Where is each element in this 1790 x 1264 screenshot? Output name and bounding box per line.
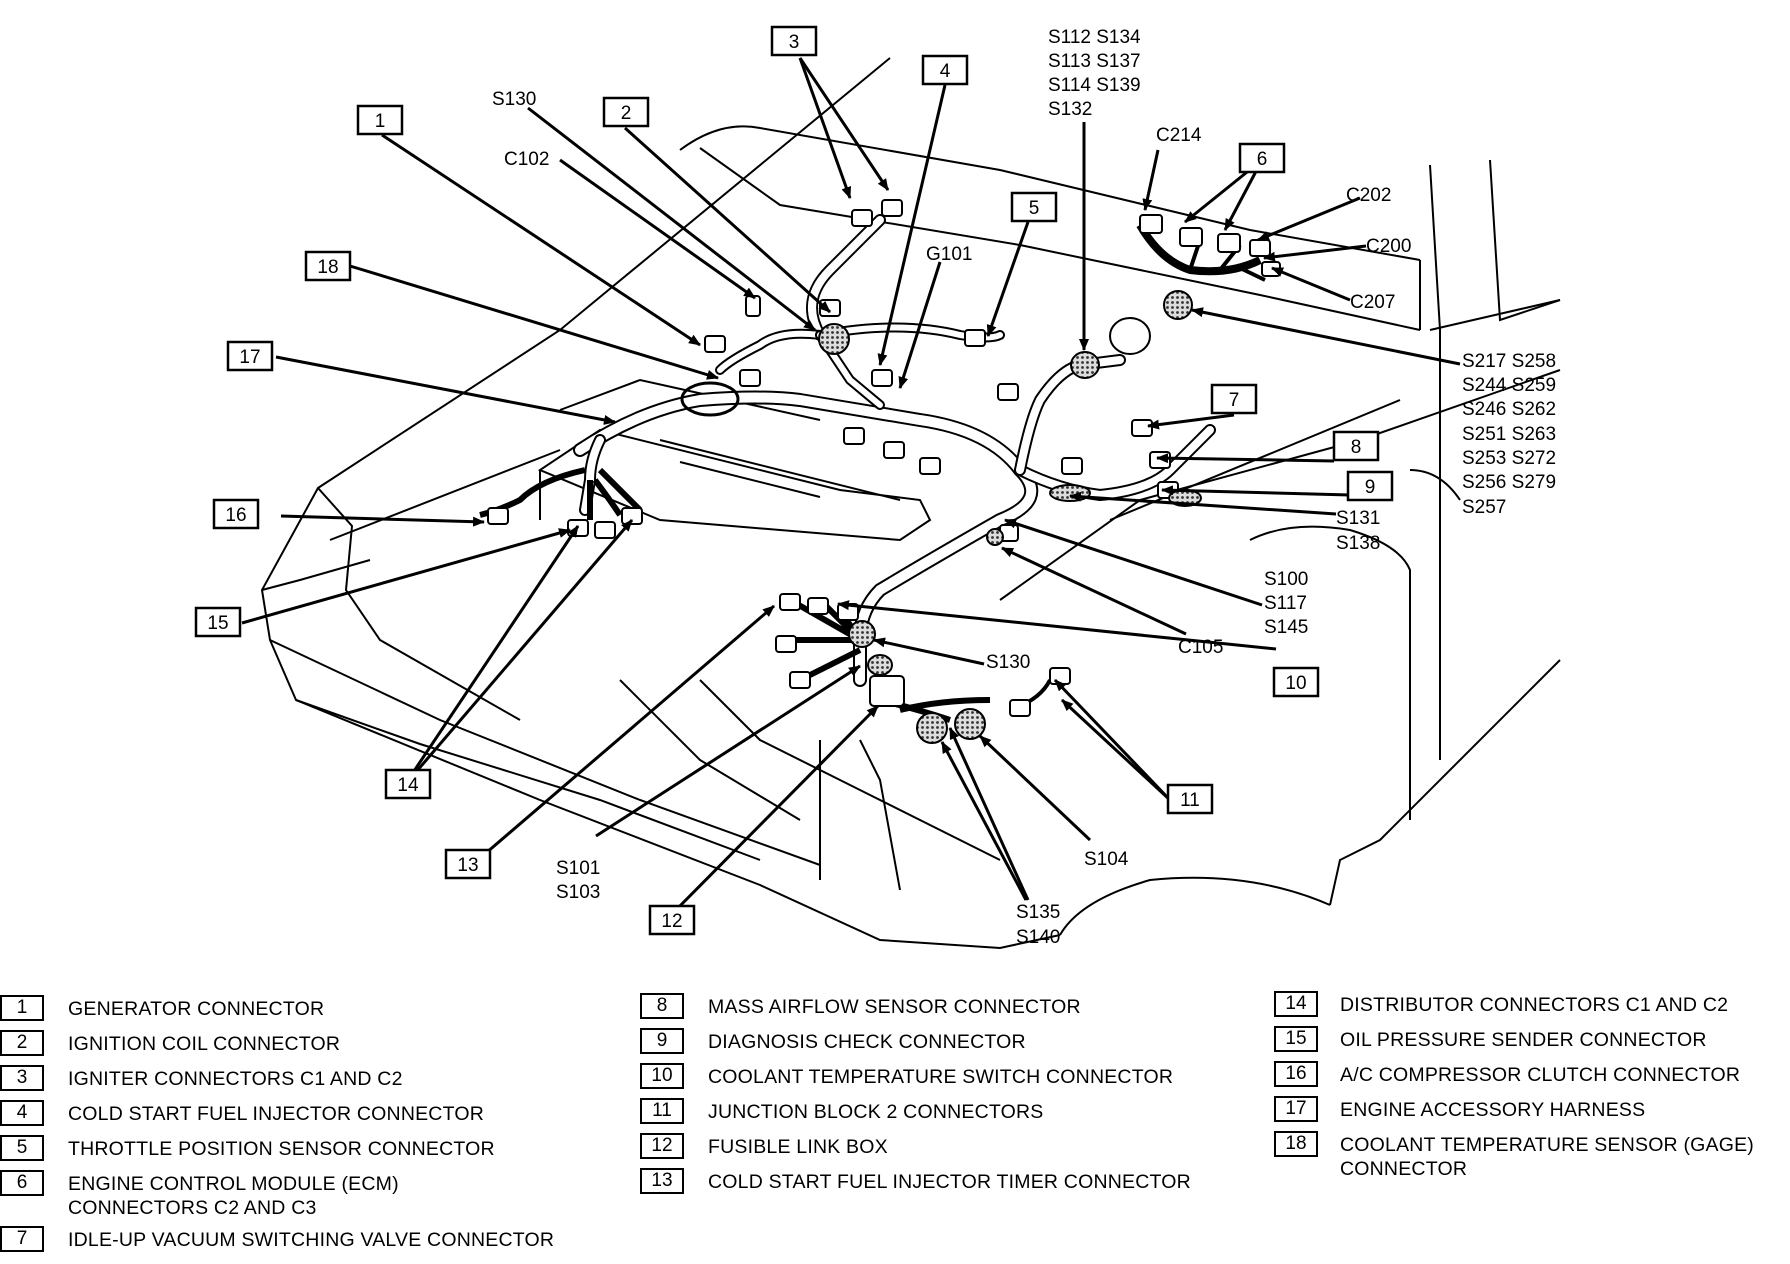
callout-3: 3: [789, 32, 800, 53]
callout-1: 1: [375, 111, 386, 132]
label-splice-right-4: S251 S263: [1462, 424, 1556, 445]
label-s104: S104: [1084, 849, 1129, 870]
legend-number: 17: [1274, 1096, 1318, 1122]
label-c207: C207: [1350, 292, 1395, 313]
legend-text: COOLANT TEMPERATURE SWITCH CONNECTOR: [708, 1066, 1174, 1088]
callout-7: 7: [1229, 390, 1240, 411]
label-s138: S138: [1336, 533, 1380, 554]
legend-number: 12: [640, 1133, 684, 1159]
legend-number: 15: [1274, 1026, 1318, 1052]
legend-text: COLD START FUEL INJECTOR TIMER CONNECTOR: [708, 1171, 1191, 1193]
legend-text-line-2: CONNECTORS C2 AND C3: [68, 1197, 317, 1219]
label-c200: C200: [1366, 236, 1411, 257]
legend-text: IDLE-UP VACUUM SWITCHING VALVE CONNECTOR: [68, 1229, 555, 1251]
legend-text: FUSIBLE LINK BOX: [708, 1136, 888, 1158]
legend-number: 16: [1274, 1061, 1318, 1087]
label-splice-right-2: S244 S259: [1462, 375, 1556, 396]
legend-number: 18: [1274, 1131, 1318, 1157]
callout-4: 4: [940, 61, 951, 82]
label-s131: S131: [1336, 508, 1380, 529]
legend-number: 14: [1274, 991, 1318, 1017]
legend-text: MASS AIRFLOW SENSOR CONNECTOR: [708, 996, 1081, 1018]
legend-text: DIAGNOSIS CHECK CONNECTOR: [708, 1031, 1026, 1053]
legend-number: 13: [640, 1168, 684, 1194]
label-s130-mid: S130: [986, 652, 1030, 673]
callout-11: 11: [1180, 790, 1200, 811]
callout-boxes: [194, 25, 1394, 936]
label-splice-top-4: S132: [1048, 99, 1092, 120]
callout-18: 18: [317, 257, 338, 278]
label-s130-top: S130: [492, 89, 536, 110]
legend-text: OIL PRESSURE SENDER CONNECTOR: [1340, 1029, 1707, 1051]
legend-number: 1: [0, 995, 44, 1021]
legend-text-line-2: CONNECTOR: [1340, 1158, 1468, 1180]
label-c202: C202: [1346, 185, 1391, 206]
legend-text: JUNCTION BLOCK 2 CONNECTORS: [708, 1101, 1044, 1123]
callout-12: 12: [661, 911, 682, 932]
legend-number: 11: [640, 1098, 684, 1124]
legend-text: ENGINE ACCESSORY HARNESS: [1340, 1099, 1646, 1121]
callout-numbers: 1 2 3 4 5 6 7 8 9 10 11 12 13 14 15 16 1…: [207, 32, 1375, 932]
label-s103: S103: [556, 882, 600, 903]
leader-lines: [241, 57, 1461, 920]
label-splice-top-1: S112 S134: [1048, 27, 1141, 48]
legend-text: IGNITION COIL CONNECTOR: [68, 1033, 341, 1055]
label-s140: S140: [1016, 927, 1060, 948]
legend-text: IGNITER CONNECTORS C1 AND C2: [68, 1068, 403, 1090]
legend-number: 9: [640, 1028, 684, 1054]
callout-8: 8: [1351, 437, 1362, 458]
label-c102: C102: [504, 149, 549, 170]
label-s145: S145: [1264, 617, 1308, 638]
label-splice-top-3: S114 S139: [1048, 75, 1141, 96]
legend-number: 4: [0, 1100, 44, 1126]
label-splice-right-6: S256 S279: [1462, 472, 1556, 493]
legend-text: DISTRIBUTOR CONNECTORS C1 AND C2: [1340, 994, 1729, 1016]
legend-text-line-1: COOLANT TEMPERATURE SENSOR (GAGE): [1340, 1134, 1754, 1156]
label-c105: C105: [1178, 637, 1223, 658]
legend-number: 8: [640, 993, 684, 1019]
label-s117: S117: [1264, 593, 1307, 614]
legend-number: 2: [0, 1030, 44, 1056]
callout-14: 14: [397, 775, 419, 796]
callout-9: 9: [1365, 477, 1376, 498]
label-s101: S101: [556, 858, 600, 879]
callout-10: 10: [1285, 673, 1306, 694]
harness-diagram: 1 2 3 4 5 6 7 8 9 10 11 12 13 14 15 16 1…: [194, 25, 1561, 950]
legend-number: 3: [0, 1065, 44, 1091]
callout-16: 16: [225, 505, 246, 526]
label-s100: S100: [1264, 569, 1308, 590]
callout-6: 6: [1257, 149, 1268, 170]
legend-text: GENERATOR CONNECTOR: [68, 998, 325, 1020]
callout-17: 17: [239, 347, 260, 368]
label-g101: G101: [926, 244, 972, 265]
label-splice-right-3: S246 S262: [1462, 399, 1556, 420]
label-splice-top-2: S113 S137: [1048, 51, 1141, 72]
legend-number: 6: [0, 1170, 44, 1196]
label-splice-right-5: S253 S272: [1462, 448, 1556, 469]
label-s135: S135: [1016, 902, 1060, 923]
legend-text: COLD START FUEL INJECTOR CONNECTOR: [68, 1103, 484, 1125]
wiring-harness: [479, 214, 1266, 723]
label-splice-right-7: S257: [1462, 497, 1506, 518]
callout-13: 13: [457, 855, 478, 876]
legend-text: A/C COMPRESSOR CLUTCH CONNECTOR: [1340, 1064, 1741, 1086]
legend-number: 5: [0, 1135, 44, 1161]
label-c214: C214: [1156, 125, 1202, 146]
legend-text: COOLANT TEMPERATURE SENSOR (GAGE)CONNECT…: [1340, 1133, 1754, 1181]
legend-number: 10: [640, 1063, 684, 1089]
callout-5: 5: [1029, 198, 1040, 219]
label-splice-right-1: S217 S258: [1462, 351, 1556, 372]
legend-number: 7: [0, 1226, 44, 1252]
legend-text: ENGINE CONTROL MODULE (ECM)CONNECTORS C2…: [68, 1172, 399, 1220]
legend-text: THROTTLE POSITION SENSOR CONNECTOR: [68, 1138, 495, 1160]
callout-15: 15: [207, 613, 228, 634]
legend-text-line-1: ENGINE CONTROL MODULE (ECM): [68, 1173, 399, 1195]
circuit-labels: S130 C102 G101 S112 S134 S113 S137 S114 …: [492, 27, 1556, 948]
callout-2: 2: [621, 103, 632, 124]
